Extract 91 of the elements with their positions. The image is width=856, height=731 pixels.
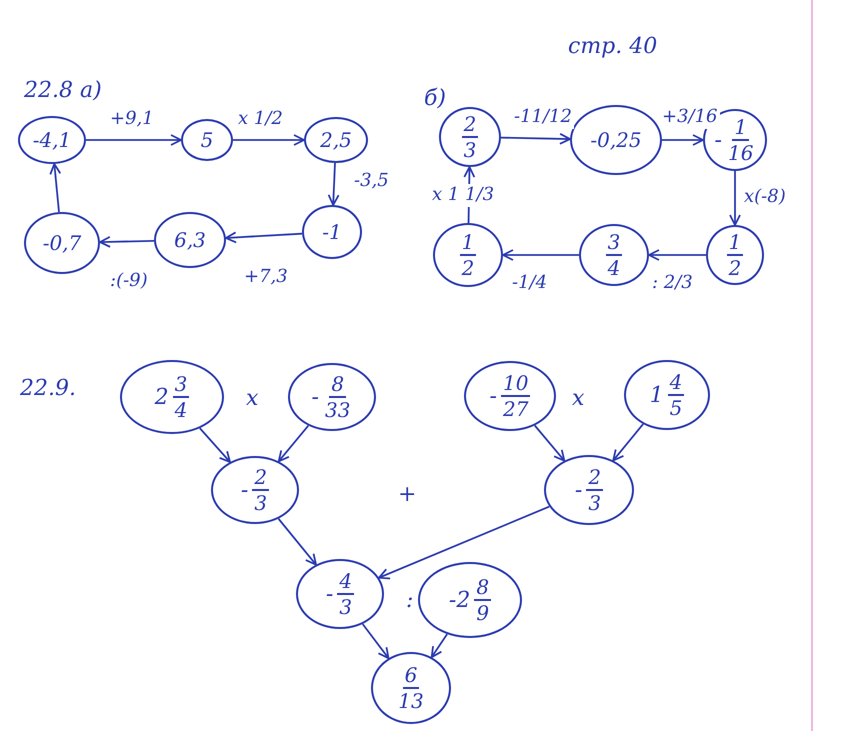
number-circle	[579, 224, 649, 286]
numerator: 4	[668, 372, 684, 396]
number: 2,5	[320, 127, 352, 154]
number: -	[326, 580, 334, 608]
numerator: 1	[726, 232, 744, 256]
numerator: 2	[586, 467, 604, 491]
denominator: 13	[397, 689, 425, 711]
number-circle	[304, 117, 368, 163]
number: -0,7	[42, 230, 82, 257]
edge-label: -11/12	[512, 106, 574, 128]
number: 5	[200, 127, 214, 154]
arrow	[729, 171, 741, 226]
number-circle	[120, 360, 224, 434]
numerator: 1	[732, 117, 750, 141]
number-circle	[418, 562, 522, 638]
note-text: б)	[424, 85, 446, 113]
denominator: 27	[502, 397, 530, 419]
arrow	[99, 236, 154, 248]
number-circle	[624, 360, 710, 430]
numerator: 3	[172, 374, 190, 398]
note-text: 22.8 а)	[24, 77, 102, 105]
note-text: x	[572, 385, 584, 413]
denominator: 3	[253, 491, 268, 513]
denominator: 3	[338, 595, 354, 617]
number: -	[714, 126, 722, 154]
numerator: 2	[252, 467, 270, 491]
note-text: 22.9.	[20, 375, 76, 403]
number: -2	[448, 586, 470, 614]
numerator: 2	[462, 114, 478, 138]
arrow	[328, 162, 340, 206]
numerator: 8	[329, 374, 346, 398]
numerator: 3	[606, 232, 622, 256]
arrow	[662, 134, 704, 146]
numerator: 1	[460, 232, 476, 256]
note-text: :	[406, 587, 414, 615]
arrow	[648, 249, 706, 261]
number: -	[574, 476, 582, 504]
arrow	[278, 425, 309, 462]
number: -	[240, 476, 248, 504]
number-circle	[18, 116, 86, 164]
arrow	[199, 428, 231, 463]
number-circle	[181, 119, 233, 161]
denominator: 3	[462, 138, 478, 160]
numerator: 6	[402, 665, 420, 689]
denominator: 4	[174, 398, 188, 420]
number: -	[490, 382, 497, 410]
number-circle	[24, 212, 100, 274]
arrow	[86, 134, 182, 146]
number-circle	[371, 652, 451, 724]
numerator: 8	[474, 577, 492, 601]
denominator: 4	[606, 256, 622, 278]
number: 6,3	[174, 227, 206, 254]
denominator: 2	[728, 256, 742, 278]
arrow	[378, 506, 550, 580]
number-circle	[154, 212, 226, 268]
number: -4,1	[32, 127, 72, 154]
number-circle	[464, 361, 556, 431]
number-circle	[544, 455, 634, 525]
arrow	[500, 132, 571, 145]
arrow	[49, 163, 62, 212]
arrow	[278, 518, 317, 566]
numerator: 4	[337, 571, 354, 595]
number-circle	[288, 363, 376, 431]
arrow	[233, 134, 305, 146]
numerator: 10	[500, 373, 530, 397]
note-text: +	[398, 481, 416, 509]
number-circle	[706, 225, 764, 285]
number-circle	[302, 205, 362, 259]
note-text: стр. 40	[568, 33, 658, 61]
arrow	[430, 634, 448, 658]
arrow	[502, 249, 579, 261]
number-circle	[433, 223, 503, 287]
number: -0,25	[590, 127, 642, 154]
denominator: 33	[324, 398, 352, 420]
denominator: 5	[668, 396, 684, 418]
note-text: x	[246, 385, 258, 413]
denominator: 16	[726, 141, 754, 163]
number-circle	[296, 559, 384, 629]
number-circle	[211, 456, 299, 524]
arrow	[362, 623, 390, 660]
arrow	[534, 424, 566, 462]
denominator: 2	[460, 256, 476, 278]
arrow	[225, 232, 302, 244]
number-circle	[439, 107, 501, 167]
number: 1	[650, 382, 664, 410]
arrow	[612, 424, 644, 462]
denominator: 9	[475, 601, 490, 623]
number: -1	[322, 219, 342, 246]
number: 2	[154, 384, 169, 412]
number: -	[312, 384, 319, 412]
denominator: 3	[587, 491, 602, 513]
